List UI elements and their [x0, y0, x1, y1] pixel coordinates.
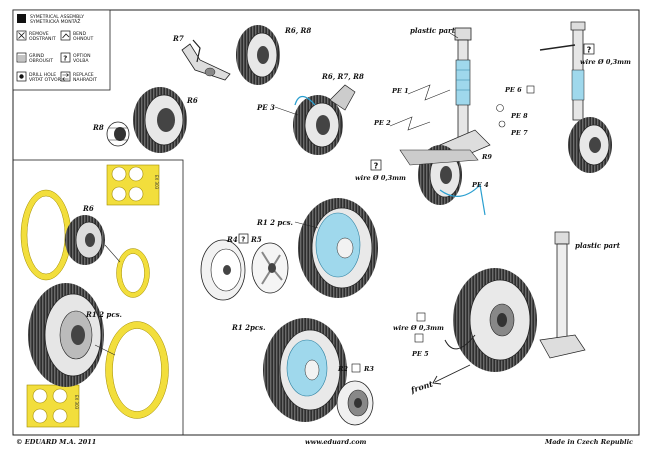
- wheel-assembled-center: [399, 145, 486, 216]
- hub-r8: [106, 121, 130, 147]
- label-wire-bottom: wire Ø 0,3mm: [393, 324, 444, 332]
- symmetrical-assembly-icon-r3: [351, 363, 361, 373]
- label-wire-left: wire Ø 0,3mm: [355, 174, 406, 182]
- symmetrical-assembly-icon-wire-bottom: [416, 312, 426, 322]
- label-r6-r7-r8: R6, R7, R8: [321, 72, 364, 81]
- label-r5: R5: [250, 235, 262, 244]
- label-r6-mask: R6: [82, 204, 94, 213]
- symmetrical-assembly-icon-pe6: [526, 85, 535, 94]
- label-r6-r8: R6, R8: [284, 26, 311, 35]
- legend-grind-label-cz: OBROUSIT: [29, 58, 53, 64]
- wheel-r6-r8: [236, 25, 280, 85]
- wheel-r6-top: [133, 87, 187, 153]
- footer-origin: Made in Czech Republic: [544, 438, 633, 446]
- mask-panel: [12, 159, 184, 436]
- mask-ring-mid-right: [116, 248, 150, 298]
- legend-drill-label-cz: VRTAT OTVOR: [29, 77, 62, 83]
- option-icon-r5: [238, 233, 249, 244]
- label-pe5: PE 5: [411, 350, 429, 358]
- mask-code-bottom: EX 303: [74, 395, 79, 410]
- label-r9: R9: [481, 153, 492, 161]
- label-r4: R4: [226, 235, 238, 244]
- front-arrow: [432, 364, 471, 385]
- label-pe2: PE 2: [373, 119, 391, 127]
- wheel-r1-bottom: [263, 318, 347, 422]
- mask-sheet-thumbnail-bottom: EX 303: [26, 384, 80, 428]
- svg-text:?: ?: [63, 55, 67, 63]
- hub-r5: [251, 242, 289, 294]
- legend-symmetrical-label: SYMETRICAL ASSEMBLY: [30, 14, 84, 20]
- wheel-strut-assembly-bottom: [444, 231, 586, 372]
- footer-copyright: © EDUARD M.A. 2011: [16, 438, 96, 446]
- label-pe4: PE 4: [471, 181, 489, 189]
- strut-assembly-top: [439, 27, 491, 161]
- symmetrical-assembly-icon: [17, 14, 26, 23]
- legend-remove-label-cz: ODSTRANIT: [29, 36, 56, 42]
- legend-option-label: OPTION: [73, 53, 91, 59]
- legend-symmetrical-label-cz: SYMETRICKÁ MONTÁŽ: [30, 17, 80, 25]
- svg-text:?: ?: [374, 162, 379, 171]
- mask-code-top: EX 303: [154, 175, 159, 190]
- hub-r2-r3: [336, 380, 374, 426]
- strut-r7: [181, 39, 231, 81]
- symmetrical-assembly-icon-pe5: [414, 333, 424, 343]
- label-r8: R8: [92, 123, 104, 132]
- wheel-r1-mask: [28, 283, 104, 387]
- label-plastic-part-bottom: plastic part: [575, 241, 621, 250]
- legend-replace-label: REPLACE: [73, 72, 94, 78]
- legend-option-label-cz: VOLBA: [73, 58, 89, 64]
- label-r2: R2: [337, 365, 348, 373]
- label-r1-top: R1 2 pcs.: [256, 218, 293, 227]
- legend-bend-label: BEND: [73, 31, 86, 37]
- label-pe1: PE 1: [391, 87, 409, 95]
- legend-bend-label-cz: OHNOUT: [73, 36, 93, 42]
- legend-replace-label-cz: NAHRADIT: [73, 77, 97, 83]
- option-icon-wire-left: [370, 159, 382, 171]
- bend-icon: [60, 30, 71, 41]
- legend-drill-label: DRILL HOLE: [29, 72, 56, 78]
- mask-ring-bottom: [105, 321, 169, 419]
- label-plastic-part-top: plastic part: [410, 26, 456, 35]
- option-icon: [60, 52, 71, 63]
- wheel-r1-top: [298, 198, 378, 298]
- wheel-assembled-r6-r7-r8: [293, 84, 356, 155]
- label-r6-top: R6: [186, 96, 198, 105]
- svg-text:?: ?: [241, 236, 245, 244]
- label-pe6: PE 6: [504, 86, 522, 94]
- wheel-r6-mask: [65, 215, 105, 265]
- legend-remove-label: REMOVE: [29, 31, 49, 37]
- label-pe7: PE 7: [510, 129, 528, 137]
- option-icon-wire-right: [583, 43, 595, 55]
- replace-icon: [60, 71, 71, 82]
- label-r1-mask: R1 2 pcs.: [85, 310, 122, 319]
- mask-sheet-thumbnail-top: EX 303: [106, 164, 160, 206]
- grind-icon: [16, 52, 27, 63]
- label-r3: R3: [363, 365, 374, 373]
- svg-text:?: ?: [587, 46, 592, 55]
- label-r1-bottom: R1 2pcs.: [231, 323, 266, 332]
- label-pe3: PE 3: [256, 103, 275, 112]
- footer-website: www.eduard.com: [305, 438, 367, 446]
- strut-assembly-right: [539, 21, 612, 173]
- label-pe8: PE 8: [510, 112, 528, 120]
- label-r7: R7: [172, 34, 184, 43]
- legend-grind-label: GRIND: [29, 53, 45, 59]
- label-wire-right: wire Ø 0,3mm: [580, 58, 631, 66]
- legend-box: SYMETRICAL ASSEMBLY SYMETRICKÁ MONTÁŽ RE…: [12, 9, 111, 91]
- hub-r4: [200, 239, 246, 301]
